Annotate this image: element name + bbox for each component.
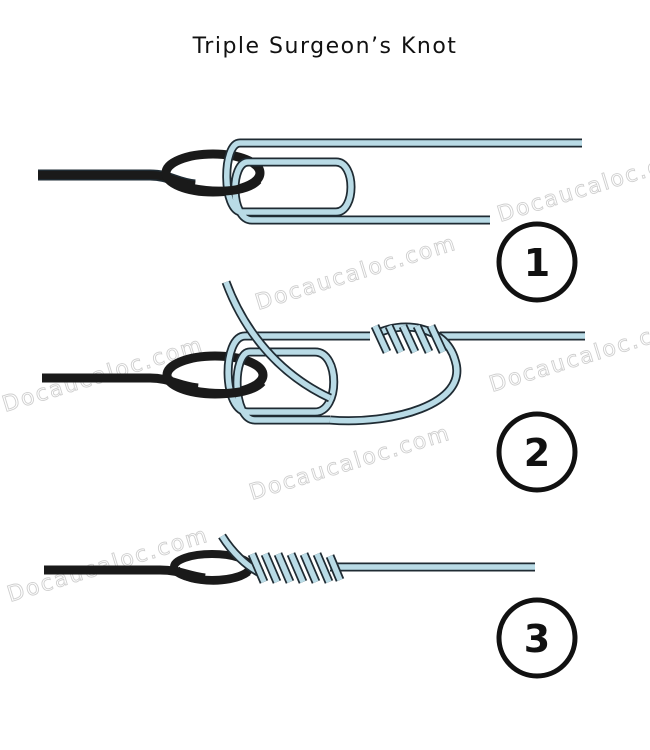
step-badge-3: 3 xyxy=(496,597,578,679)
watermark-text: Docaucaloc.com xyxy=(486,313,650,398)
watermark-text: Docaucaloc.com xyxy=(252,231,459,316)
step-number: 1 xyxy=(524,241,550,285)
step-3-illustration xyxy=(44,533,535,585)
step-number: 2 xyxy=(524,431,550,475)
watermark-text: Docaucaloc.com xyxy=(246,421,453,506)
step-badge-2: 2 xyxy=(496,411,578,493)
page-title: Triple Surgeon’s Knot xyxy=(192,34,458,59)
step-2-illustration xyxy=(42,280,585,426)
coil-wraps xyxy=(370,324,448,354)
step-1-illustration xyxy=(38,138,582,225)
step-number: 3 xyxy=(524,617,550,661)
step-badge-1: 1 xyxy=(496,221,578,303)
coil-wraps xyxy=(247,552,345,584)
watermark-text: Docaucaloc.com xyxy=(4,523,211,608)
watermark-text: Docaucaloc.com xyxy=(494,143,650,228)
